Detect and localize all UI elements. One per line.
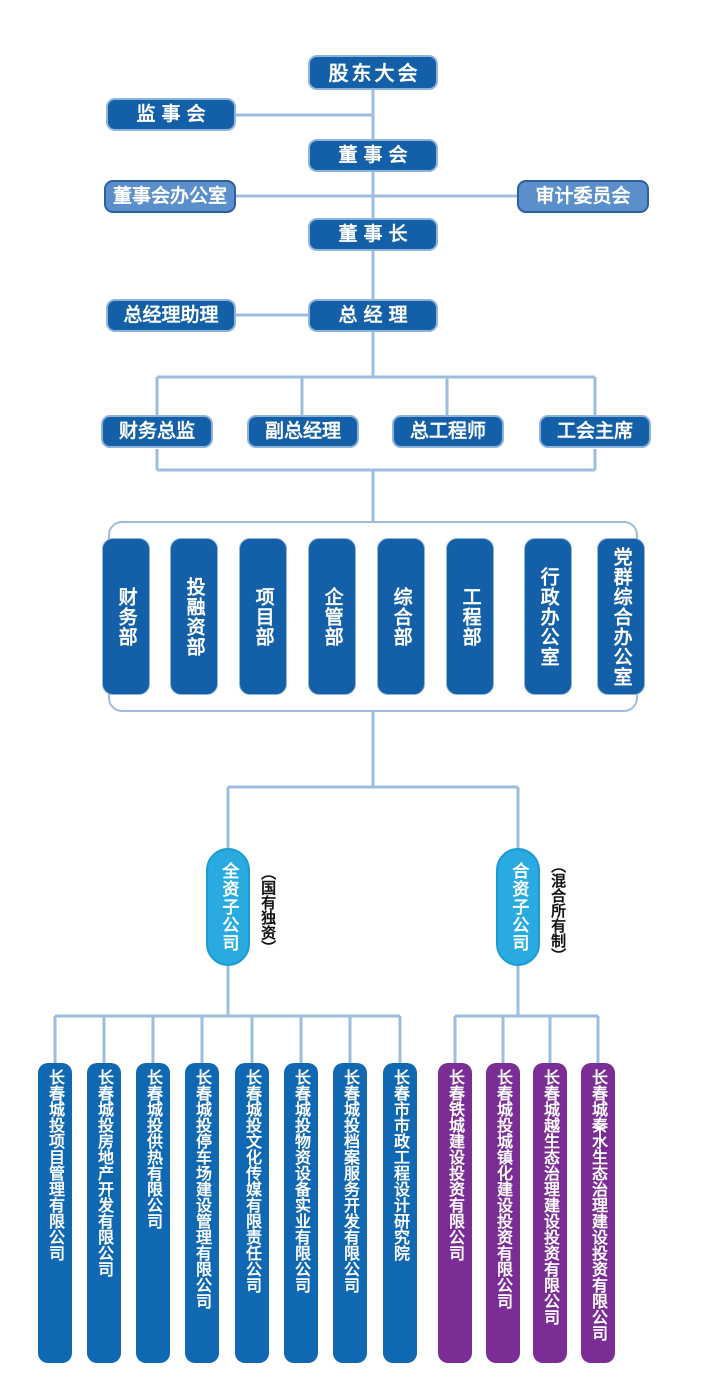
company-label: 长春城投城镇化建设投资有限公司: [494, 1069, 513, 1309]
subsidiary-group-label: 全资子公司: [218, 862, 239, 952]
node-company-jv-1[interactable]: 长春城投城镇化建设投资有限公司: [486, 1063, 520, 1363]
node-label: 监事会: [136, 103, 212, 125]
company-label: 长春城越生态治理建设投资有限公司: [541, 1069, 560, 1325]
company-label: 长春城投物资设备实业有限公司: [292, 1069, 311, 1293]
node-company-jv-0[interactable]: 长春铁城建设投资有限公司: [438, 1063, 472, 1363]
node-department-2[interactable]: 项目部: [239, 538, 287, 695]
node-label: 副总经理: [264, 420, 341, 442]
node-board-office[interactable]: 董事会办公室: [104, 180, 236, 213]
node-subsidiary-group-joint-venture[interactable]: 合资子公司: [496, 848, 540, 966]
node-chairman[interactable]: 董事长: [308, 218, 438, 251]
company-label: 长春城投项目管理有限公司: [46, 1069, 65, 1261]
node-label: 总经理: [338, 304, 414, 326]
company-label: 长春铁城建设投资有限公司: [446, 1069, 465, 1261]
node-executive-2[interactable]: 总工程师: [392, 415, 504, 448]
note-label: （混合所有制）: [549, 857, 568, 963]
department-label: 项目部: [252, 586, 275, 647]
node-label: 股东大会: [328, 60, 421, 85]
node-department-5[interactable]: 工程部: [446, 538, 494, 695]
company-label: 长春城投文化传媒有限责任公司: [243, 1069, 262, 1293]
company-label: 长春城秦水生态治理建设投资有限公司: [589, 1069, 608, 1341]
node-supervisory-board[interactable]: 监事会: [106, 98, 236, 131]
node-company-wholly-0[interactable]: 长春城投项目管理有限公司: [38, 1063, 72, 1363]
node-department-7[interactable]: 党群综合办公室: [597, 538, 645, 695]
node-shareholders-meeting[interactable]: 股东大会: [308, 55, 438, 90]
node-company-wholly-5[interactable]: 长春城投物资设备实业有限公司: [284, 1063, 318, 1363]
node-label: 总经理助理: [123, 304, 219, 326]
department-label: 企管部: [321, 586, 344, 647]
node-department-6[interactable]: 行政办公室: [524, 538, 572, 695]
node-company-wholly-6[interactable]: 长春城投档案服务开发有限公司: [333, 1063, 367, 1363]
node-department-4[interactable]: 综合部: [377, 538, 425, 695]
node-executive-1[interactable]: 副总经理: [247, 415, 359, 448]
node-label: 财务总监: [118, 420, 195, 442]
node-executive-0[interactable]: 财务总监: [101, 415, 213, 448]
department-label: 财务部: [115, 586, 138, 647]
node-company-wholly-7[interactable]: 长春市市政工程设计研究院: [383, 1063, 417, 1363]
company-label: 长春城投停车场建设管理有限公司: [193, 1069, 212, 1309]
subsidiary-group-label: 合资子公司: [508, 862, 529, 952]
node-label: 董事会: [338, 144, 414, 166]
node-department-1[interactable]: 投融资部: [170, 538, 218, 695]
note-joint-venture: （混合所有制）: [546, 840, 570, 980]
node-department-3[interactable]: 企管部: [308, 538, 356, 695]
department-label: 行政办公室: [537, 566, 560, 667]
node-department-0[interactable]: 财务部: [102, 538, 150, 695]
department-label: 综合部: [390, 586, 413, 647]
node-label: 审计委员会: [535, 185, 631, 207]
node-company-wholly-3[interactable]: 长春城投停车场建设管理有限公司: [185, 1063, 219, 1363]
node-board-of-directors[interactable]: 董事会: [308, 139, 438, 172]
node-company-wholly-2[interactable]: 长春城投供热有限公司: [136, 1063, 170, 1363]
node-subsidiary-group-wholly-owned[interactable]: 全资子公司: [206, 848, 250, 966]
node-executive-3[interactable]: 工会主席: [539, 415, 651, 448]
node-gm-assistant[interactable]: 总经理助理: [106, 299, 236, 332]
node-label: 工会主席: [556, 420, 633, 442]
company-label: 长春城投供热有限公司: [144, 1069, 163, 1229]
node-label: 董事长: [338, 223, 414, 245]
node-audit-committee[interactable]: 审计委员会: [517, 180, 649, 213]
department-label: 工程部: [459, 586, 482, 647]
node-label: 总工程师: [409, 420, 486, 442]
node-label: 董事会办公室: [112, 185, 227, 207]
node-company-wholly-1[interactable]: 长春城投房地产开发有限公司: [87, 1063, 121, 1363]
department-label: 投融资部: [183, 576, 206, 657]
company-label: 长春城投档案服务开发有限公司: [341, 1069, 360, 1293]
company-label: 长春城投房地产开发有限公司: [95, 1069, 114, 1277]
node-general-manager[interactable]: 总经理: [308, 299, 438, 332]
node-company-jv-2[interactable]: 长春城越生态治理建设投资有限公司: [533, 1063, 567, 1363]
note-wholly-owned: （国有独资）: [256, 852, 280, 967]
node-company-wholly-4[interactable]: 长春城投文化传媒有限责任公司: [235, 1063, 269, 1363]
node-company-jv-3[interactable]: 长春城秦水生态治理建设投资有限公司: [581, 1063, 615, 1363]
department-label: 党群综合办公室: [610, 546, 633, 687]
company-label: 长春市市政工程设计研究院: [391, 1069, 410, 1261]
note-label: （国有独资）: [259, 864, 278, 955]
